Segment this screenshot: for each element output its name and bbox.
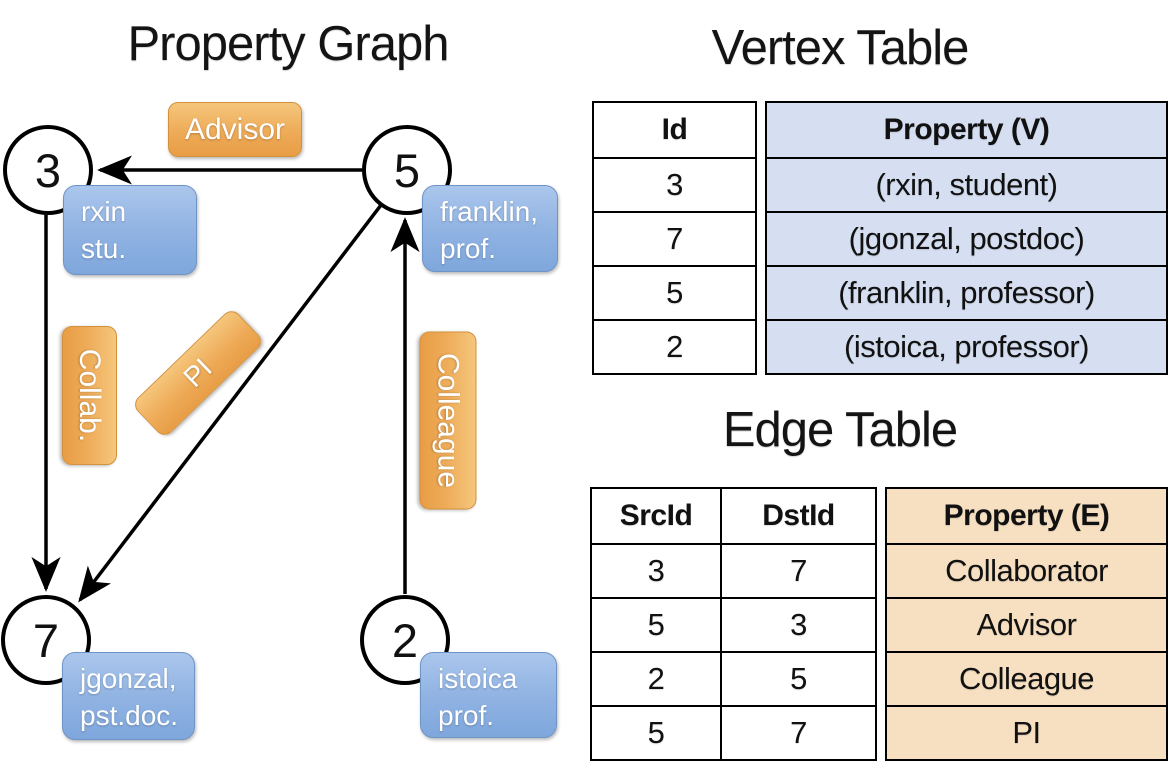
table-row: 5 7	[592, 705, 875, 759]
edge-line-pi-5-to-7	[78, 203, 383, 603]
edge-label-text: Advisor	[184, 112, 286, 146]
table-row: Colleague	[887, 651, 1166, 705]
dstid-cell: 5	[790, 661, 807, 696]
node-id: 2	[391, 613, 419, 667]
node-id: 7	[32, 613, 60, 667]
edge-label-text: Colleague	[432, 352, 465, 489]
table-row: (istoica, professor)	[767, 319, 1166, 373]
table-row: (rxin, student)	[767, 157, 1166, 211]
vertex-table-title: Vertex Table	[711, 21, 970, 75]
edge-label-text: Collab.	[73, 348, 107, 443]
label-line: istoica	[438, 663, 518, 694]
label-line: pst.doc.	[80, 700, 179, 731]
srcid-cell: 5	[592, 599, 722, 651]
table-row: (franklin, professor)	[767, 265, 1166, 319]
label-line: franklin,	[440, 196, 539, 227]
vertex-table-id-column: Id 3 7 5 2	[592, 101, 757, 375]
node-circle-5: 5	[362, 125, 452, 215]
node-id: 3	[34, 143, 62, 197]
label-line: rxin	[81, 196, 127, 227]
table-row: 2	[594, 319, 755, 373]
table-row: 3	[594, 157, 755, 211]
label-line: jgonzal,	[80, 663, 177, 694]
dstid-cell: 3	[790, 607, 807, 642]
label-line: stu.	[81, 233, 127, 264]
dstid-cell: 7	[790, 715, 807, 750]
edge-table-header-row: SrcId DstId	[592, 489, 875, 543]
label-line: prof.	[438, 700, 495, 731]
vertex-table-header-id: Id	[661, 113, 688, 146]
edge-table-header-dstid: DstId	[762, 499, 835, 532]
edge-label-advisor: Advisor	[168, 102, 302, 157]
edge-table-header-srcid: SrcId	[592, 489, 722, 543]
node-circle-2: 2	[360, 595, 450, 685]
edge-table-property-column: Property (E) Collaborator Advisor Collea…	[885, 487, 1168, 761]
edge-label-collab: Collab.	[62, 326, 117, 465]
vertex-table-property-column: Property (V) (rxin, student) (jgonzal, p…	[765, 101, 1168, 375]
edge-label-colleague: Colleague	[419, 331, 477, 510]
node-id: 5	[393, 143, 421, 197]
edge-table-header-property: Property (E)	[943, 499, 1110, 532]
table-row: PI	[887, 705, 1166, 759]
table-row: 5 3	[592, 597, 875, 651]
srcid-cell: 3	[592, 545, 722, 597]
table-row: 5	[594, 265, 755, 319]
node-property-label-2: istoica prof.	[420, 652, 557, 738]
edge-table-id-columns: SrcId DstId 3 7 5 3 2 5 5 7	[590, 487, 877, 761]
table-row: Advisor	[887, 597, 1166, 651]
edge-label-text: PI	[177, 352, 218, 393]
node-property-label-5: franklin, prof.	[422, 185, 558, 272]
vertex-table-header-property: Property (V)	[883, 113, 1050, 146]
srcid-cell: 2	[592, 653, 722, 705]
label-line: prof.	[440, 233, 497, 264]
node-property-label-7: jgonzal, pst.doc.	[62, 652, 195, 740]
node-property-label-3: rxin stu.	[63, 185, 197, 275]
table-row: 2 5	[592, 651, 875, 705]
table-row: Collaborator	[887, 543, 1166, 597]
graph-edges-canvas	[31, 155, 420, 603]
table-row: 7	[594, 211, 755, 265]
table-row: (jgonzal, postdoc)	[767, 211, 1166, 265]
edge-table-title: Edge Table	[722, 403, 958, 457]
dstid-cell: 7	[790, 553, 807, 588]
table-row: 3 7	[592, 543, 875, 597]
property-graph-title: Property Graph	[127, 17, 450, 71]
srcid-cell: 5	[592, 707, 722, 759]
